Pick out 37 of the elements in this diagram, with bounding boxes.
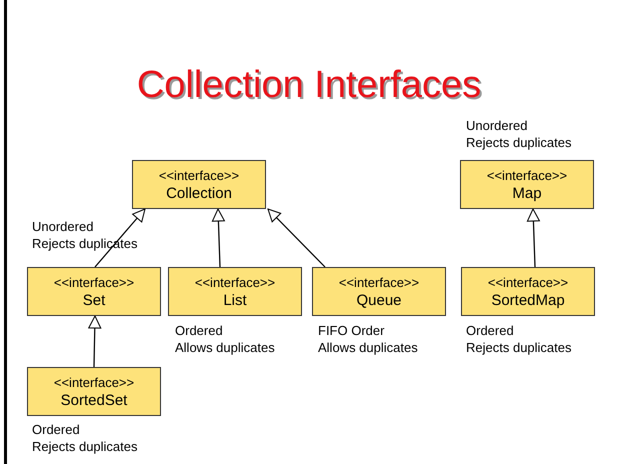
interface-name: SortedMap — [491, 290, 565, 310]
inheritance-arrow — [212, 208, 225, 268]
stereotype-label: <<interface>> — [338, 274, 420, 290]
interface-box — [461, 267, 595, 316]
note-text: Ordered — [175, 322, 224, 339]
stereotype-label: <<interface>> — [158, 166, 240, 184]
note-text: Unordered — [466, 117, 528, 134]
note-text: Rejects duplicates — [466, 339, 572, 356]
note-text: Rejects duplicates — [466, 134, 572, 151]
title: Collection Interfaces — [136, 66, 482, 104]
interface-name: Set — [82, 290, 106, 310]
stereotype-label: <<interface>> — [488, 274, 568, 290]
inheritance-arrow — [268, 208, 326, 268]
interface-name: Collection — [166, 184, 232, 202]
note-text: Ordered — [466, 322, 515, 339]
stereotype-label: <<interface>> — [486, 166, 568, 184]
note-text: FIFO Order — [318, 322, 386, 339]
interface-box — [27, 367, 161, 416]
stereotype-label: <<interface>> — [54, 274, 134, 290]
interface-name: Queue — [356, 290, 402, 310]
note-text: Allows duplicates — [318, 339, 418, 356]
stereotype-label: <<interface>> — [194, 274, 276, 290]
interface-box — [312, 267, 446, 316]
note-text: Allows duplicates — [175, 339, 275, 356]
stereotype-label: <<interface>> — [54, 374, 134, 390]
inheritance-arrow — [88, 316, 102, 368]
interface-name: SortedSet — [60, 390, 128, 410]
interface-box — [168, 267, 302, 316]
note-text: Rejects duplicates — [32, 438, 138, 455]
interface-name: List — [223, 290, 247, 310]
inheritance-arrow — [526, 208, 540, 268]
interface-box — [132, 160, 266, 209]
interface-name: Map — [512, 184, 542, 202]
interface-box — [460, 160, 594, 209]
note-text: Ordered — [32, 421, 81, 438]
interface-box — [27, 267, 161, 316]
note-text: Unordered — [32, 218, 94, 235]
